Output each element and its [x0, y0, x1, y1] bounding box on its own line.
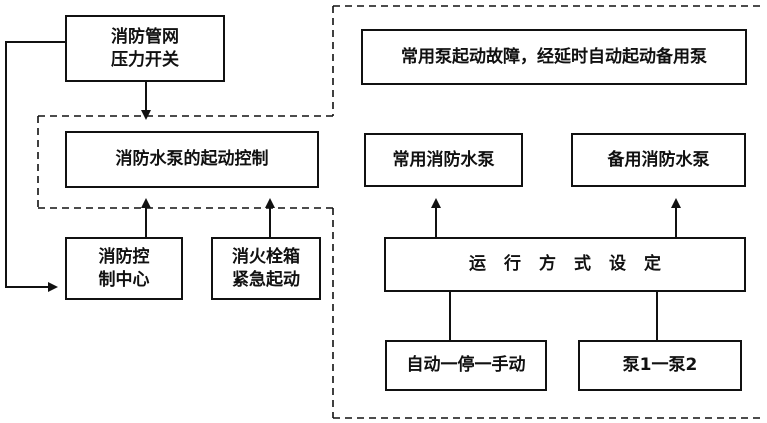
fire-control-center-box: 消防控 制中心	[65, 237, 183, 300]
pump-start-control-label: 消防水泵的起动控制	[115, 149, 269, 170]
auto-stop-manual-label: 自动一停一手动	[406, 355, 526, 376]
main-pump-box: 常用消防水泵	[364, 133, 523, 187]
solid-connectors	[5, 41, 681, 340]
fire-control-center-label: 消防控 制中心	[98, 246, 150, 290]
pressure-switch-box: 消防管网 压力开关	[65, 15, 225, 82]
pump-select-box: 泵1一泵2	[578, 340, 742, 391]
pump-start-control-box: 消防水泵的起动控制	[65, 131, 319, 188]
hydrant-emergency-start-box: 消火栓箱 紧急起动	[211, 237, 321, 300]
fault-note-box: 常用泵起动故障，经延时自动起动备用泵	[361, 29, 747, 85]
backup-pump-label: 备用消防水泵	[607, 149, 710, 170]
main-pump-label: 常用消防水泵	[392, 149, 495, 170]
dashed-region-borders	[37, 5, 760, 419]
backup-pump-box: 备用消防水泵	[571, 133, 746, 187]
operation-mode-box: 运行方式设定	[384, 237, 746, 292]
arrow-switch-to-control-center	[5, 41, 65, 292]
hydrant-emergency-start-label: 消火栓箱 紧急起动	[232, 246, 300, 290]
fault-note-label: 常用泵起动故障，经延时自动起动备用泵	[401, 46, 707, 67]
pressure-switch-label: 消防管网 压力开关	[111, 26, 179, 70]
operation-mode-label: 运行方式设定	[469, 254, 679, 275]
auto-stop-manual-box: 自动一停一手动	[385, 340, 547, 391]
pump-select-label: 泵1一泵2	[622, 355, 698, 376]
